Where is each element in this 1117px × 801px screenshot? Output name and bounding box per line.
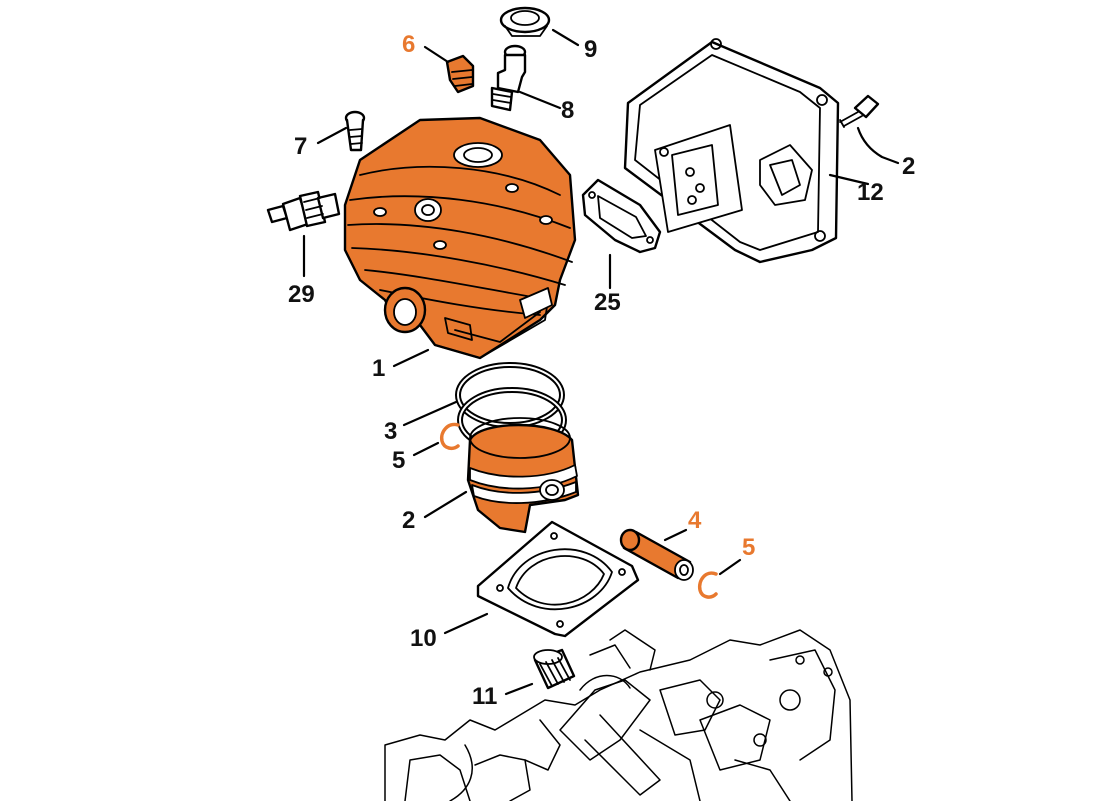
leader-lines: [302, 28, 900, 696]
base-gasket-part-10: [476, 520, 640, 638]
label-part-11: 11: [472, 683, 497, 710]
label-part-10: 10: [410, 625, 437, 652]
label-part-12: 12: [857, 179, 884, 206]
label-part-3: 3: [384, 418, 397, 445]
plug-part-6: [445, 54, 475, 94]
label-part-4: 4: [688, 507, 702, 534]
label-part-29: 29: [288, 281, 315, 308]
label-part-2-piston: 2: [402, 507, 415, 534]
decompression-valve-part-8: [490, 44, 527, 112]
valve-cap-part-9: [499, 6, 551, 37]
screw-part-2: [839, 94, 880, 128]
label-part-5-left: 5: [392, 447, 405, 474]
label-part-1: 1: [372, 355, 385, 382]
piston-pin-part-4: [619, 528, 694, 581]
label-part-6: 6: [402, 31, 415, 58]
screw-part-7: [344, 110, 366, 152]
label-part-5-right: 5: [742, 534, 755, 561]
crankcase: [384, 629, 853, 801]
spark-plug-part-29: [266, 190, 341, 232]
needle-cage-part-11: [533, 648, 576, 690]
label-part-7: 7: [294, 133, 307, 160]
label-part-2-screw: 2: [902, 153, 915, 180]
gasket-part-25: [581, 178, 662, 254]
muffler-cover-part-12: [623, 38, 840, 264]
cylinder-part-1: [343, 116, 577, 360]
label-part-25: 25: [594, 289, 621, 316]
circlip-part-5-right: [697, 571, 718, 599]
piston-part-2: [466, 417, 580, 534]
label-part-8: 8: [561, 97, 574, 124]
part-labels: 6 9 8 7 2 12 29 25 1 3 5 2 4 5 10 11: [288, 31, 915, 710]
label-part-9: 9: [584, 36, 597, 63]
circlip-part-5-left: [439, 422, 460, 451]
